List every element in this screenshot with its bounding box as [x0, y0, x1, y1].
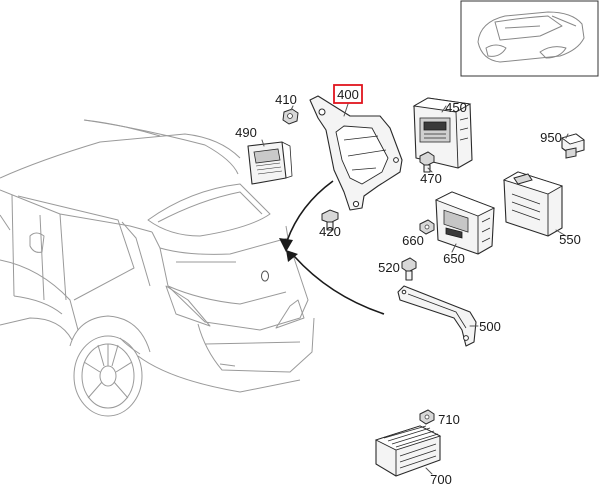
part-950-sensor[interactable]: [561, 133, 585, 159]
label-660[interactable]: 660: [402, 233, 424, 248]
part-490-module[interactable]: [247, 141, 293, 185]
part-710-nut[interactable]: [419, 409, 435, 425]
part-500-mounting-bracket[interactable]: [397, 285, 477, 347]
location-arrow-upper: [279, 180, 334, 252]
part-470-screw[interactable]: [419, 151, 435, 173]
part-420-bolt[interactable]: [321, 209, 339, 231]
label-700[interactable]: 700: [430, 472, 452, 487]
label-650[interactable]: 650: [443, 251, 465, 266]
part-410-nut[interactable]: [282, 108, 299, 125]
label-470[interactable]: 470: [420, 171, 442, 186]
part-700-amplifier[interactable]: [374, 425, 442, 477]
label-550[interactable]: 550: [559, 232, 581, 247]
vehicle-rear-outline: [0, 119, 315, 417]
highlight-box-400: [333, 84, 363, 104]
part-550-control-unit[interactable]: [502, 171, 564, 237]
label-400[interactable]: 400: [337, 87, 359, 102]
label-450[interactable]: 450: [445, 100, 467, 115]
part-660-nut[interactable]: [419, 219, 435, 235]
part-520-screw[interactable]: [401, 257, 417, 281]
label-500[interactable]: 500: [479, 319, 501, 334]
vehicle-inset-thumbnail[interactable]: [460, 0, 599, 77]
label-520[interactable]: 520: [378, 260, 400, 275]
label-420[interactable]: 420: [319, 224, 341, 239]
label-490[interactable]: 490: [235, 125, 257, 140]
location-arrow-lower: [286, 250, 385, 315]
label-410[interactable]: 410: [275, 92, 297, 107]
label-710[interactable]: 710: [438, 412, 460, 427]
part-450-control-unit[interactable]: [412, 97, 473, 169]
part-650-control-module[interactable]: [434, 191, 496, 255]
label-950[interactable]: 950: [540, 130, 562, 145]
part-400-bracket[interactable]: [309, 95, 403, 211]
